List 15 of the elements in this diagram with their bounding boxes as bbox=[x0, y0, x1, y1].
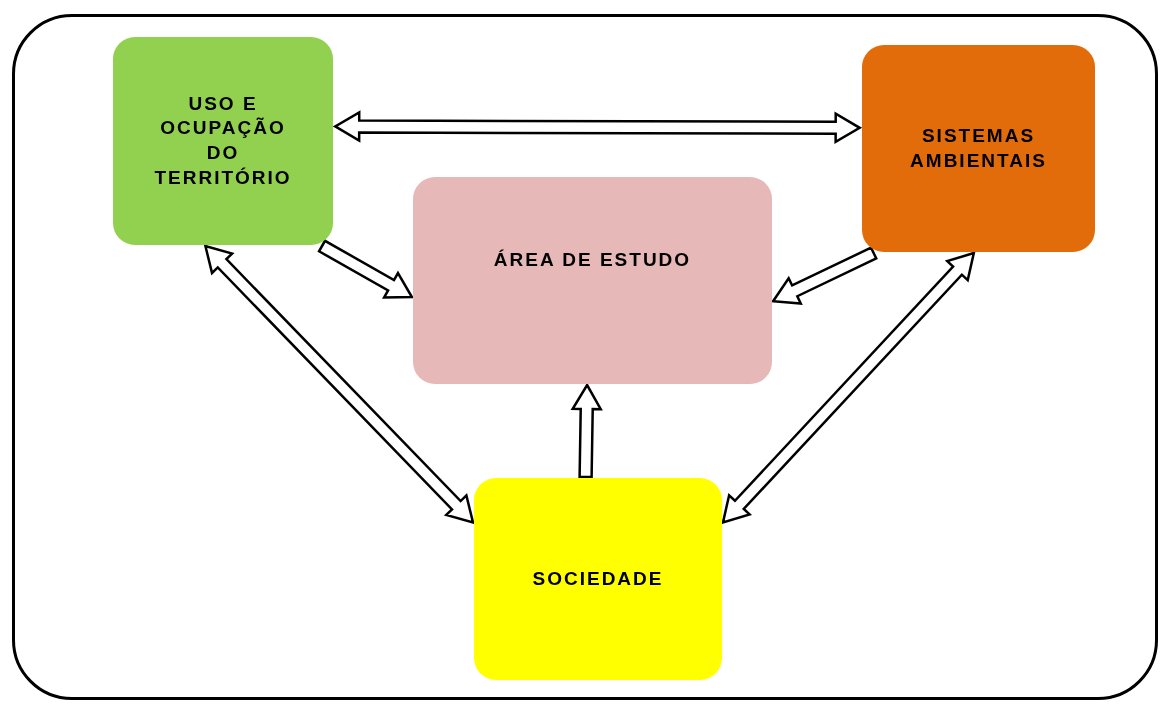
box-label: SISTEMAS AMBIENTAIS bbox=[909, 123, 1048, 173]
concept-box bbox=[862, 45, 1095, 252]
block-arrow bbox=[317, 239, 415, 299]
concept-box bbox=[113, 37, 333, 245]
block-arrow bbox=[203, 244, 475, 525]
block-arrow bbox=[332, 110, 863, 144]
box-label: SOCIEDADE bbox=[532, 566, 664, 591]
concept-box bbox=[413, 177, 772, 384]
block-arrow bbox=[721, 251, 976, 525]
box-label: USO E OCUPAÇÃO DO TERRITÓRIO bbox=[153, 91, 293, 190]
concept-box bbox=[474, 478, 722, 680]
box-label: ÁREA DE ESTUDO bbox=[493, 248, 692, 273]
frame-box bbox=[12, 14, 1158, 700]
block-arrow bbox=[570, 382, 603, 479]
block-arrow bbox=[770, 245, 878, 305]
